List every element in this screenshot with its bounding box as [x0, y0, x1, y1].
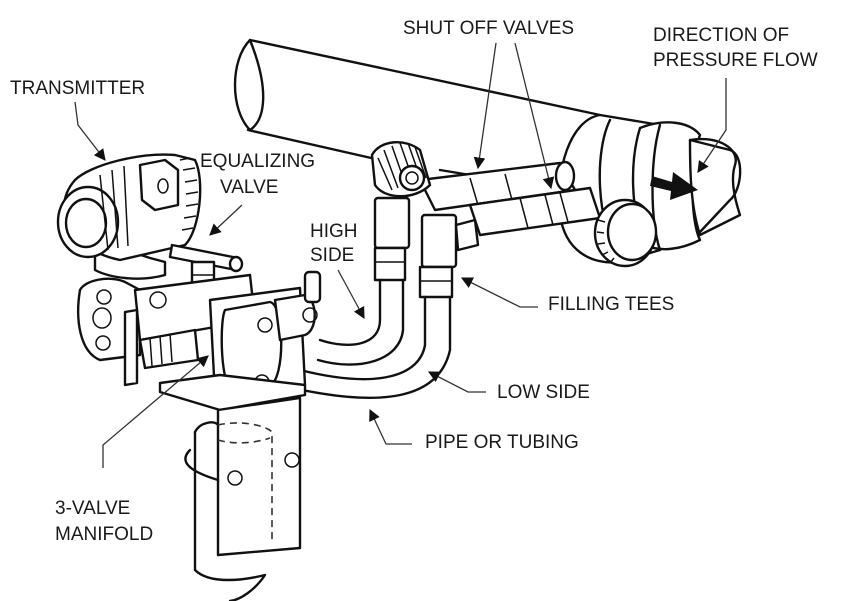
low-side-shutoff-knob — [593, 198, 658, 268]
leader-pipe-or-tubing — [369, 408, 412, 445]
label-high-side-line2: SIDE — [310, 245, 354, 266]
high-side-shutoff-knob — [370, 141, 432, 198]
manifold-flange-block — [208, 270, 322, 397]
label-transmitter: TRANSMITTER — [10, 78, 145, 99]
leader-high-side — [337, 269, 365, 320]
shut-off-valves — [370, 141, 658, 268]
transmitter — [56, 153, 202, 280]
mounting-bracket — [158, 373, 307, 557]
leader-three-valve-manifold — [102, 355, 209, 468]
flow-direction-arrow — [650, 172, 698, 200]
process-pipe-downstream — [688, 137, 742, 237]
leader-equalizing-valve — [209, 204, 243, 236]
mounting-pipe — [184, 421, 273, 601]
leader-direction-of-pressure-flow — [697, 78, 727, 173]
label-high-side-line1: HIGH — [310, 221, 358, 242]
filling-tees — [373, 196, 480, 299]
leader-shut-off-valves — [473, 42, 555, 190]
label-low-side: LOW SIDE — [497, 382, 590, 403]
high-side-tubing — [316, 278, 405, 366]
label-direction-line2: PRESSURE FLOW — [653, 50, 818, 71]
label-3-valve-manifold-line1: 3-VALVE — [55, 498, 130, 519]
leader-filling-tees — [460, 277, 538, 308]
leader-transmitter — [74, 101, 106, 161]
leader-low-side — [427, 371, 486, 393]
label-equalizing-valve-line2: VALVE — [220, 177, 278, 198]
label-shut-off-valves: SHUT OFF VALVES — [403, 18, 574, 39]
label-equalizing-valve-line1: EQUALIZING — [200, 151, 315, 172]
label-filling-tees: FILLING TEES — [548, 294, 674, 315]
label-3-valve-manifold-line2: MANIFOLD — [55, 524, 153, 545]
label-pipe-or-tubing: PIPE OR TUBING — [425, 432, 579, 453]
label-direction-line1: DIRECTION OF — [653, 25, 789, 46]
